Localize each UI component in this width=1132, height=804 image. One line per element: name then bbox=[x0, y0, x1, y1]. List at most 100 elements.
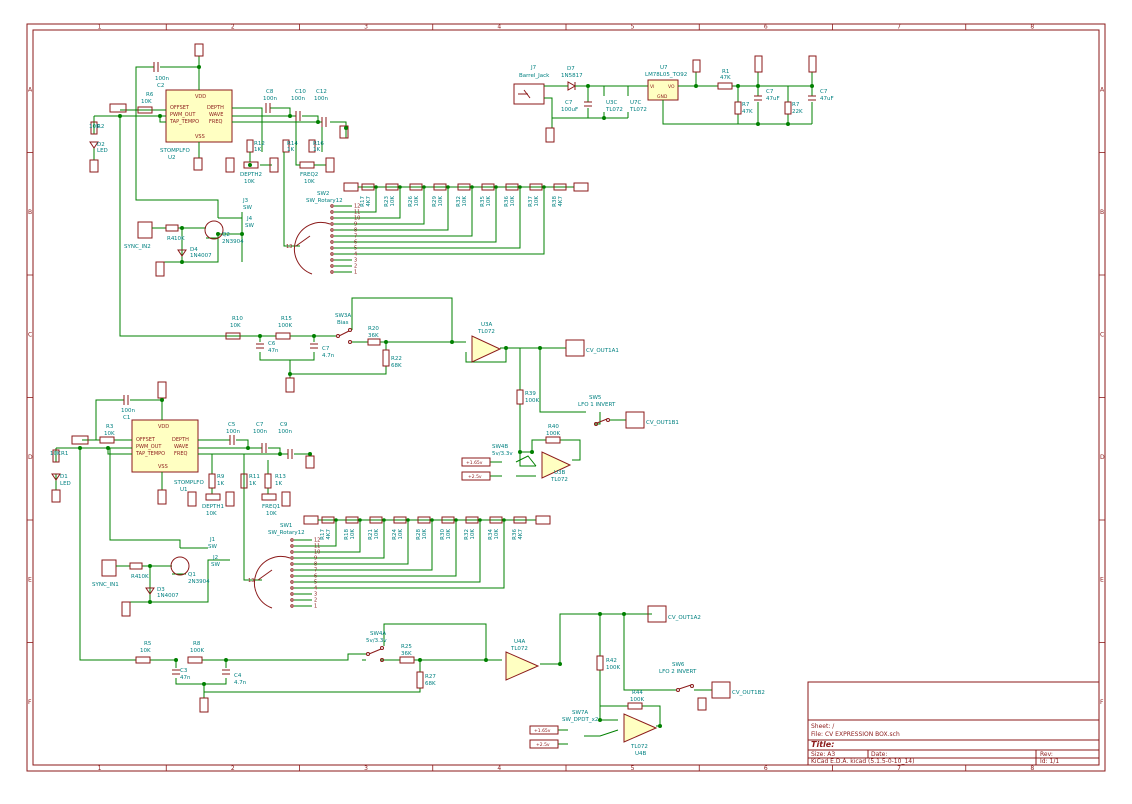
ladder1-tap-7 bbox=[312, 520, 505, 589]
r11-val: 1K bbox=[249, 481, 256, 487]
zone-row-F-right: F bbox=[1100, 699, 1104, 706]
r11-ref: R11 bbox=[249, 474, 260, 480]
gnd-d2 bbox=[89, 159, 99, 173]
c5-val: 100n bbox=[226, 429, 240, 435]
rot1-contact-11 bbox=[290, 544, 294, 548]
ladder2-val-7: 10K bbox=[534, 196, 540, 207]
lfo2-section: OFFSET PWM_OUT TAP_TEMPO DEPTH WAVE FREQ… bbox=[89, 43, 679, 483]
zone-col-1-bottom: 1 bbox=[98, 765, 102, 772]
ladder2-res-5 bbox=[481, 183, 495, 191]
ladder1-res-2 bbox=[369, 516, 383, 524]
gnd-u2 bbox=[193, 157, 203, 171]
ladder2-res-0 bbox=[361, 183, 375, 191]
junction-18 bbox=[518, 450, 522, 454]
ladder2-ref-4: R32 bbox=[456, 196, 462, 207]
ladder1-tap-dot-7 bbox=[502, 518, 506, 522]
pwr-5v-u1 bbox=[71, 435, 89, 445]
u7-pin-vi: VI bbox=[650, 84, 654, 90]
r13-ref: R13 bbox=[275, 474, 286, 480]
ladder1-val-7: 10K bbox=[494, 529, 500, 540]
zone-col-8-top: 8 bbox=[1030, 24, 1034, 31]
tb-id: Id: 1/1 bbox=[1040, 758, 1059, 765]
junction-35 bbox=[148, 600, 152, 604]
r7b-ref: R7 bbox=[792, 102, 800, 108]
r10-ref: R10 bbox=[232, 316, 243, 322]
junction-2 bbox=[158, 114, 162, 118]
pwr-5v-ladder2 bbox=[343, 182, 359, 192]
c4-ref: C4 bbox=[234, 673, 242, 679]
cv-out1a2-jack bbox=[647, 605, 667, 623]
r7-ref: R7 bbox=[742, 102, 750, 108]
gnd-sync2 bbox=[155, 261, 165, 277]
sw5-val: LFO 1 INVERT bbox=[578, 402, 616, 408]
freq2-ref: FREQ2 bbox=[300, 172, 318, 178]
u2-pin-offset: OFFSET bbox=[170, 105, 190, 111]
u3b-ref: U3B bbox=[554, 470, 566, 476]
junction-32 bbox=[278, 452, 282, 456]
pwr-5v-ladder1 bbox=[303, 515, 319, 525]
junction-1 bbox=[118, 114, 122, 118]
c7-lfo1-ref: C7 bbox=[256, 422, 264, 428]
r25-ref: R25 bbox=[401, 644, 412, 650]
u4a-val: TL072 bbox=[510, 646, 528, 652]
u1-val: STOMPLFO bbox=[174, 480, 204, 486]
sw7a-val: SW_DPDT_x2 bbox=[562, 717, 598, 723]
j7-ref: J7 bbox=[530, 65, 537, 71]
sw1-val: SW_Rotary12 bbox=[268, 530, 305, 536]
r20-val: 36K bbox=[368, 333, 379, 339]
sw2-val: SW_Rotary12 bbox=[306, 198, 343, 204]
gnd-filter1 bbox=[199, 697, 209, 713]
u1-pin-offset: OFFSET bbox=[136, 437, 156, 443]
c2-ref: C2 bbox=[157, 83, 164, 89]
zone-col-6-top: 6 bbox=[764, 24, 768, 31]
junction-37 bbox=[224, 658, 228, 662]
junction-26 bbox=[786, 122, 790, 126]
zone-row-C-right: C bbox=[1100, 331, 1104, 338]
rot1-pin-12: 12 bbox=[314, 538, 320, 544]
rot1-contact-8 bbox=[290, 562, 294, 566]
d7-val: 1N5817 bbox=[561, 73, 583, 79]
junction-40 bbox=[484, 658, 488, 662]
rot2-pin-4: 4 bbox=[354, 252, 357, 258]
d3-ref: D3 bbox=[157, 587, 165, 593]
sync-in2-label: SYNC_IN2 bbox=[124, 244, 151, 250]
r1-ref: R1 bbox=[61, 451, 68, 457]
c6-ref: C6 bbox=[268, 341, 276, 347]
j2-val: SW bbox=[211, 562, 220, 568]
rot1-pin-9: 9 bbox=[314, 556, 317, 562]
u1-pin-freq: FREQ bbox=[174, 451, 188, 457]
r12-val: 1K bbox=[254, 147, 261, 153]
r1p-val: 47K bbox=[720, 75, 731, 81]
r14-ref: R14 bbox=[287, 141, 298, 147]
ladder1-tap-dot-6 bbox=[478, 518, 482, 522]
u2-pin-tap: TAP_TEMPO bbox=[169, 119, 199, 125]
ladder1-val-4: 10K bbox=[422, 529, 428, 540]
zone-row-D-left: D bbox=[28, 454, 33, 461]
junction-44 bbox=[598, 718, 602, 722]
rot2-pin-5: 5 bbox=[354, 246, 357, 252]
c2-val: 100n bbox=[155, 76, 169, 82]
c8-ref: C8 bbox=[266, 89, 274, 95]
c7-lfo1-val: 100n bbox=[253, 429, 267, 435]
tb-file: File: CV EXPRESSION BOX.sch bbox=[811, 731, 900, 738]
ladder1-val-3: 10K bbox=[398, 529, 404, 540]
ladder1-ref-5: R30 bbox=[440, 529, 446, 540]
zone-row-A-right: A bbox=[1100, 86, 1105, 93]
j3-val: SW bbox=[243, 205, 252, 211]
c9-ref: C9 bbox=[280, 422, 288, 428]
ladder1-ref-8: R36 bbox=[512, 529, 518, 540]
ladder2-res-8 bbox=[553, 183, 567, 191]
u7c-ref: U7C bbox=[630, 100, 642, 106]
transistor-q1 bbox=[170, 556, 190, 576]
pwr-25-u4-label: +2.5v bbox=[536, 742, 550, 748]
gnd-sync1 bbox=[121, 601, 131, 617]
pwr-25-u3-label: +2.5v bbox=[468, 474, 482, 480]
junction-30 bbox=[106, 446, 110, 450]
tb-date: Date: bbox=[871, 751, 887, 758]
cv-out1a1-label: CV_OUT1A1 bbox=[586, 348, 619, 354]
r44-val: 100K bbox=[630, 697, 644, 703]
ladder2-tap-0 bbox=[352, 187, 377, 213]
u2-pin-wave: WAVE bbox=[209, 112, 223, 118]
pwr-depth1 bbox=[225, 491, 235, 507]
